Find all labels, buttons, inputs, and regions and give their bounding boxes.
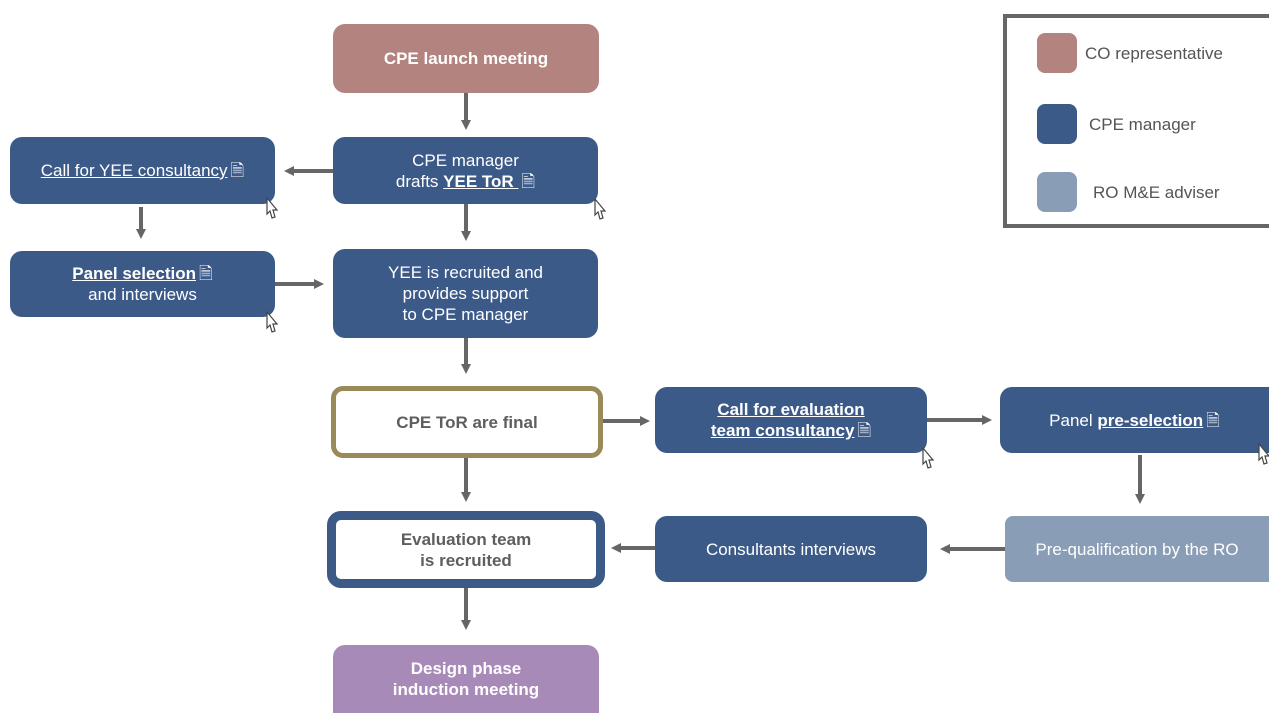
node-cpe-manager-drafts: CPE manager drafts YEE ToR 🗎: [333, 137, 598, 204]
pre-selection-link[interactable]: pre-selection: [1097, 410, 1204, 430]
hand-cursor-icon: [594, 197, 607, 220]
hand-cursor-icon: [266, 196, 279, 219]
induction-line2: induction meeting: [392, 680, 540, 699]
legend-swatch-ro: [1037, 172, 1077, 212]
node-drafts-prefix: drafts: [395, 171, 444, 191]
document-icon[interactable]: 🗎: [857, 421, 872, 440]
yee-recruited-line2: provides support: [402, 284, 529, 303]
legend-swatch-cpe: [1037, 104, 1077, 144]
node-cpe-launch-meeting: CPE launch meeting: [333, 24, 599, 93]
node-cpe-tor-final: CPE ToR are final: [331, 386, 603, 458]
legend-label-ro: RO M&E adviser: [1093, 183, 1220, 202]
node-pre-qualification: Pre-qualification by the RO: [1005, 516, 1269, 582]
panel-pre-prefix: Panel: [1049, 410, 1098, 430]
prequal-label: Pre-qualification by the RO: [1035, 539, 1239, 559]
panel-selection-link[interactable]: Panel selection: [72, 264, 197, 283]
hand-cursor-icon: [922, 446, 935, 469]
call-eval-link-line2[interactable]: team consultancy: [710, 421, 855, 440]
node-call-for-evaluation: Call for evaluation team consultancy🗎: [655, 387, 927, 453]
legend-label-co: CO representative: [1085, 44, 1223, 63]
node-design-phase-induction: Design phase induction meeting: [333, 645, 599, 713]
induction-line1: Design phase: [410, 659, 522, 678]
panel-selection-suffix: and interviews: [88, 285, 197, 304]
call-yee-link[interactable]: Call for YEE consultancy: [40, 161, 228, 180]
yee-tor-link[interactable]: YEE ToR: [443, 171, 519, 191]
node-panel-pre-selection: Panel pre-selection🗎: [1000, 387, 1269, 453]
call-eval-link-line1[interactable]: Call for evaluation: [717, 400, 865, 419]
node-call-for-yee-consultancy: Call for YEE consultancy🗎: [10, 137, 275, 204]
node-cpe-launch-meeting-label: CPE launch meeting: [383, 49, 549, 68]
hand-cursor-icon: [266, 310, 279, 333]
document-icon[interactable]: 🗎: [230, 161, 245, 180]
tor-final-label: CPE ToR are final: [396, 412, 538, 432]
node-yee-recruited: YEE is recruited and provides support to…: [333, 249, 598, 338]
interviews-label: Consultants interviews: [705, 539, 877, 559]
legend-label-cpe: CPE manager: [1089, 115, 1196, 134]
node-consultants-interviews: Consultants interviews: [655, 516, 927, 582]
node-drafts-line1: CPE manager: [412, 150, 519, 170]
node-panel-selection: Panel selection🗎 and interviews: [10, 251, 275, 317]
legend-swatch-co: [1037, 33, 1077, 73]
document-icon[interactable]: 🗎: [1206, 410, 1220, 430]
eval-team-line1: Evaluation team: [400, 529, 532, 549]
eval-team-line2: is recruited: [420, 550, 512, 570]
document-icon[interactable]: 🗎: [199, 264, 213, 283]
hand-cursor-icon: [1258, 442, 1269, 465]
yee-recruited-line1: YEE is recruited and: [388, 263, 543, 282]
node-evaluation-team-recruited: Evaluation team is recruited: [327, 511, 605, 588]
yee-recruited-line3: to CPE manager: [402, 305, 529, 324]
legend: CO representative CPE manager RO M&E adv…: [1003, 14, 1269, 228]
document-icon[interactable]: 🗎: [521, 171, 536, 191]
